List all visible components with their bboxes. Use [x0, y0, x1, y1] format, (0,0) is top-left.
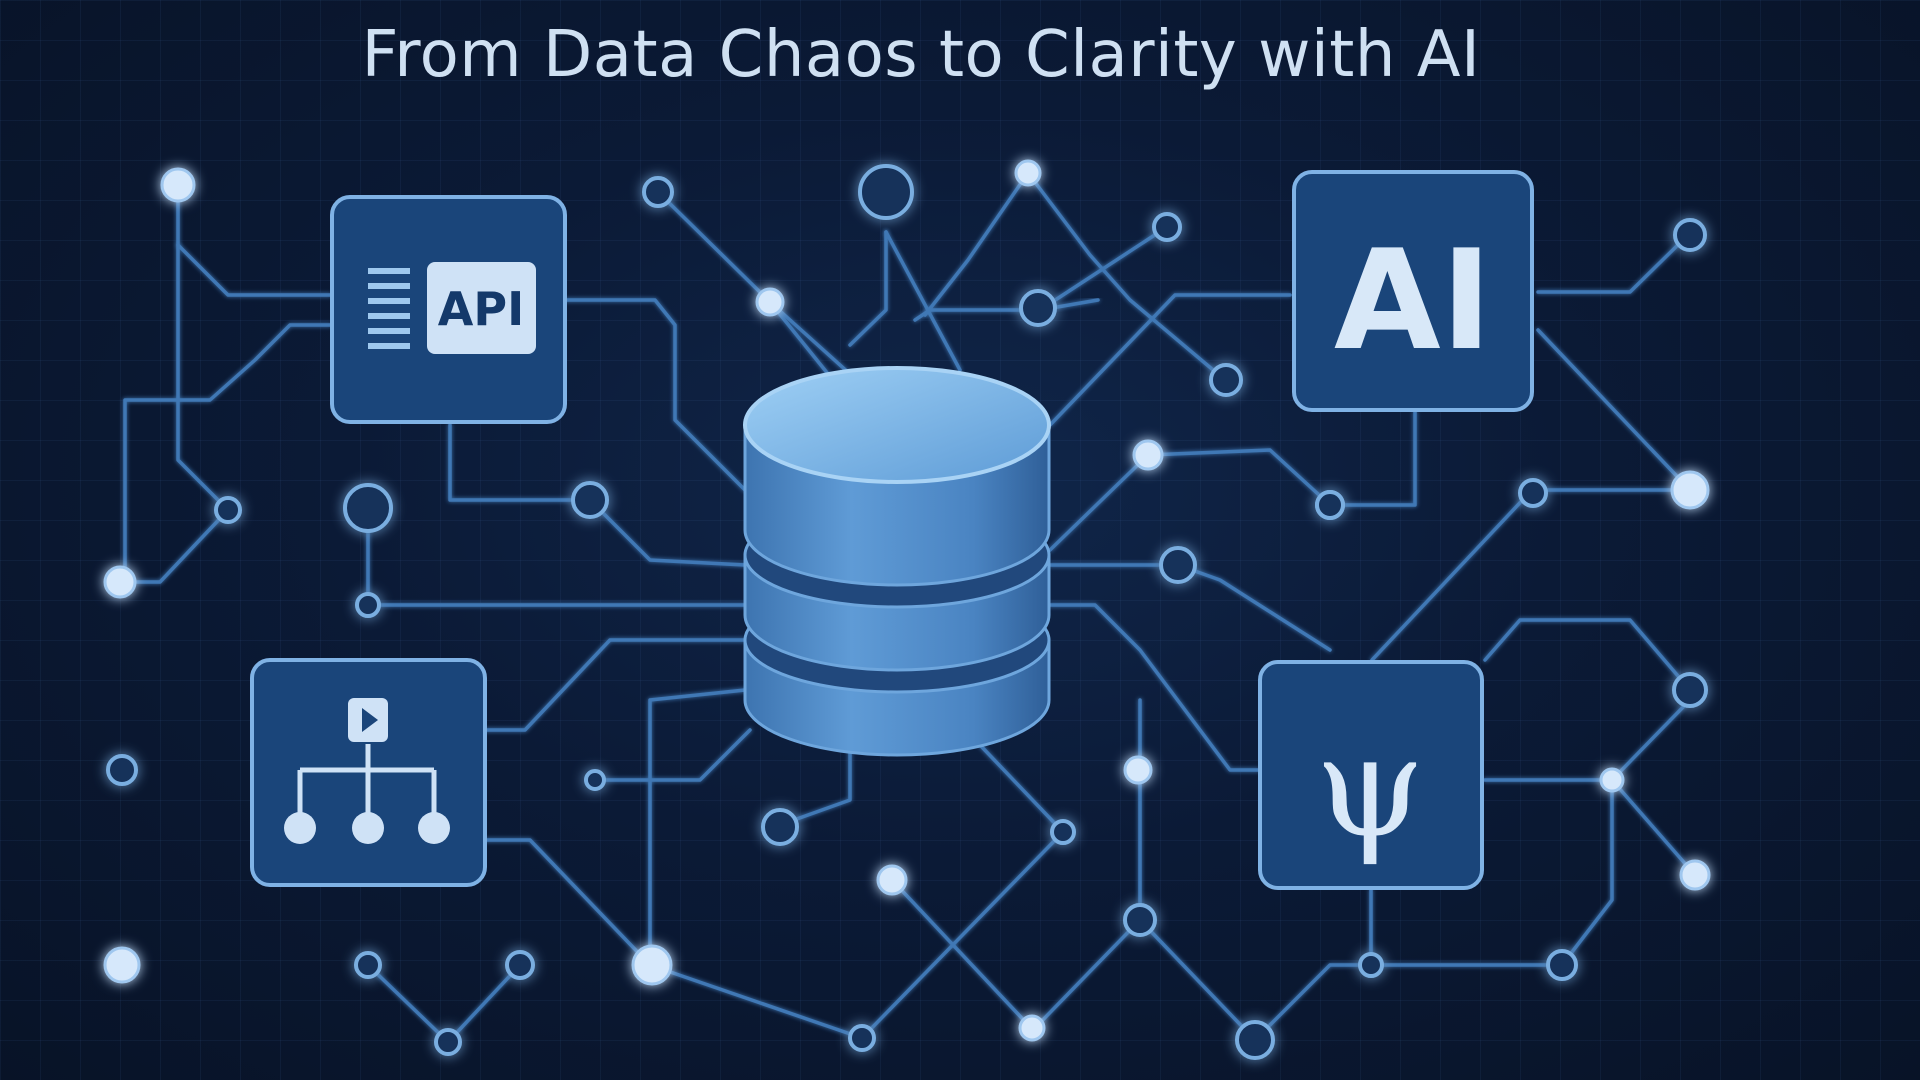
- network-node: [160, 167, 196, 203]
- network-node: [1673, 218, 1707, 252]
- wire: [483, 838, 652, 967]
- wire: [1560, 778, 1614, 967]
- network-node: [761, 808, 799, 846]
- wire: [1026, 171, 1227, 382]
- network-node: [355, 592, 381, 618]
- network-node: [214, 496, 242, 524]
- wire: [1536, 328, 1692, 492]
- wire: [176, 183, 332, 297]
- network-node: [1358, 952, 1384, 978]
- wire: [913, 225, 1169, 322]
- wire: [118, 508, 230, 584]
- network-node: [1050, 819, 1076, 845]
- wire: [848, 230, 888, 347]
- wire: [591, 728, 752, 782]
- network-node: [1670, 470, 1710, 510]
- wire: [1369, 888, 1564, 967]
- ai-icon: AI: [1334, 220, 1492, 381]
- wire: [923, 171, 1030, 317]
- network-node: [1679, 859, 1711, 891]
- network-node: [343, 483, 393, 533]
- network-node: [1235, 1020, 1275, 1060]
- network-node: [1546, 949, 1578, 981]
- wire: [123, 323, 332, 582]
- database-icon: [743, 366, 1051, 757]
- network-node: [1018, 1014, 1046, 1042]
- wire: [1610, 778, 1697, 877]
- api-icon: API: [368, 262, 536, 354]
- psi-module-box: [1258, 660, 1484, 890]
- wire: [1483, 618, 1692, 692]
- network-node: [1132, 439, 1164, 471]
- wire: [778, 743, 852, 827]
- network-node: [1019, 289, 1057, 327]
- network-node: [505, 950, 535, 980]
- network-node: [584, 769, 606, 791]
- network-node: [1518, 478, 1548, 508]
- wire: [884, 230, 962, 372]
- network-node: [642, 176, 674, 208]
- wire: [648, 688, 747, 967]
- network-node: [1014, 159, 1042, 187]
- network-node: [1123, 755, 1153, 785]
- network-node: [571, 481, 609, 519]
- wire: [1048, 410, 1417, 552]
- wire: [1048, 563, 1332, 652]
- network-node: [1159, 546, 1197, 584]
- network-node: [858, 164, 914, 220]
- wire: [563, 298, 747, 492]
- workflow-module: [250, 658, 487, 887]
- api-label: API: [438, 282, 524, 336]
- network-node: [848, 1024, 876, 1052]
- diagram-title: From Data Chaos to Clarity with AI: [361, 18, 1481, 92]
- network-node: [1152, 212, 1182, 242]
- network-node: [103, 565, 137, 599]
- wire: [890, 878, 1142, 1032]
- wire: [483, 638, 747, 732]
- workflow-tree-icon: [284, 698, 450, 844]
- ai-module-box: [1292, 170, 1534, 412]
- wire: [1483, 698, 1692, 782]
- network-node: [434, 1028, 462, 1056]
- network-node: [1209, 363, 1243, 397]
- network-nodes: [103, 159, 1711, 1060]
- ai-module: AI: [1292, 170, 1534, 412]
- network-node: [354, 951, 382, 979]
- network-node: [1599, 767, 1625, 793]
- wire: [366, 506, 747, 607]
- wire: [1048, 603, 1260, 772]
- network-node: [1315, 490, 1345, 520]
- network-node: [103, 946, 141, 984]
- network-node: [755, 287, 785, 317]
- wire: [648, 830, 1065, 1040]
- wire: [1048, 293, 1292, 427]
- network-node: [631, 944, 673, 986]
- wire: [1536, 233, 1690, 294]
- network-node: [876, 864, 908, 896]
- wire: [978, 743, 1065, 834]
- wire: [656, 190, 847, 397]
- wire: [176, 243, 230, 512]
- psi-icon: ψ: [1315, 706, 1425, 869]
- psi-module: ψ: [1258, 660, 1484, 890]
- network-node: [1123, 903, 1157, 937]
- network-node: [1672, 672, 1708, 708]
- network-node: [106, 754, 138, 786]
- api-module: API: [330, 195, 567, 424]
